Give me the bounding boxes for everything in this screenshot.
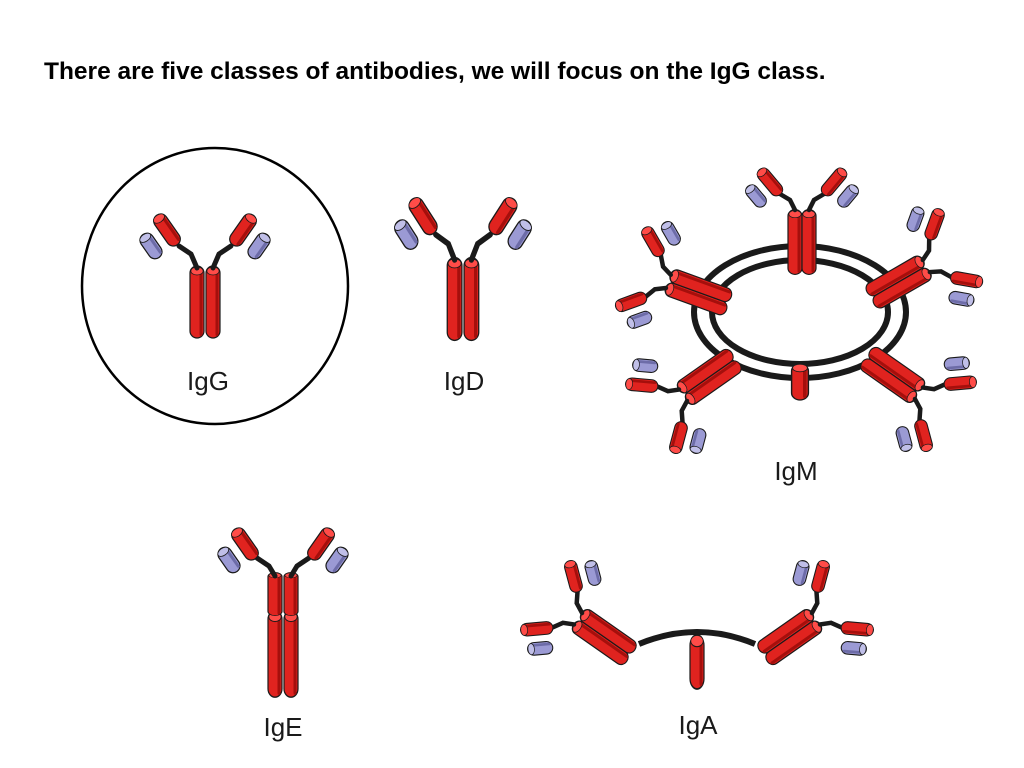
igg-group	[80, 146, 350, 426]
slide-title: There are five classes of antibodies, we…	[44, 58, 826, 85]
ige-label: IgE	[263, 712, 303, 742]
iga-molecule	[508, 545, 886, 704]
igd-label: IgD	[443, 366, 485, 396]
igg-label: IgG	[187, 366, 229, 396]
igd-molecule	[392, 195, 534, 341]
ige-molecule	[215, 525, 351, 697]
igg-highlight-ring	[80, 146, 350, 426]
igg-molecule	[137, 211, 273, 338]
iga-label: IgA	[678, 710, 718, 740]
igm-molecule	[606, 166, 994, 470]
igm-label: IgM	[774, 456, 818, 486]
